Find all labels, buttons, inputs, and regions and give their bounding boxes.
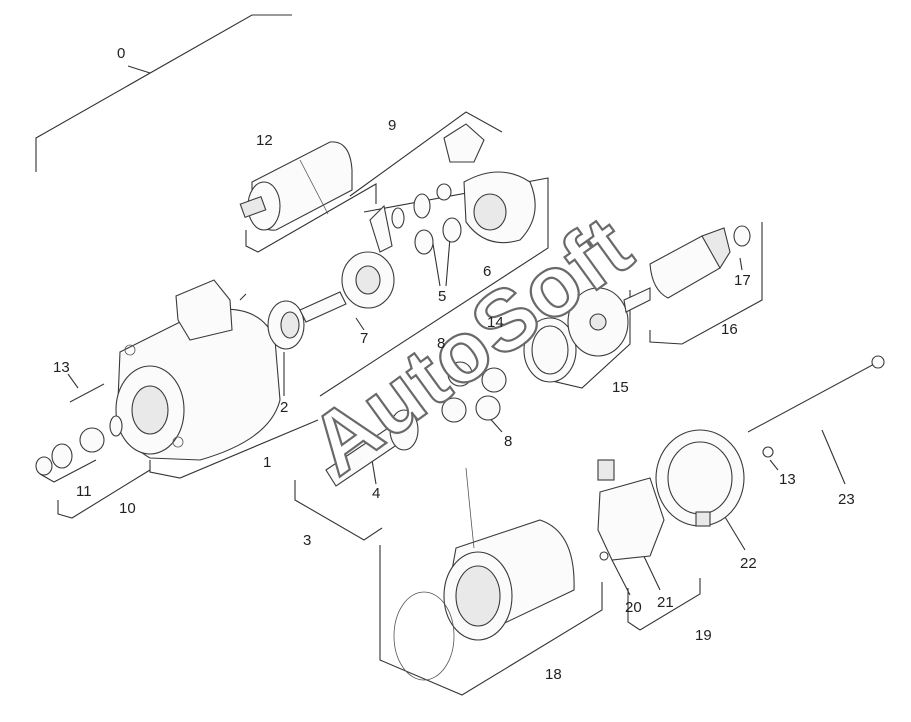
callout-1: 1 <box>263 454 271 471</box>
callout-6: 6 <box>483 263 491 280</box>
callout-15: 15 <box>612 379 629 396</box>
leader-5-6 <box>319 177 549 397</box>
leader-10 <box>57 469 151 519</box>
leader-20 <box>611 559 631 596</box>
leader-11 <box>39 459 97 483</box>
leader-1 <box>149 419 319 479</box>
leader-0 <box>35 14 292 172</box>
leader-13b <box>769 459 779 471</box>
callout-8b: 8 <box>504 433 512 450</box>
leader-1-top <box>239 293 247 301</box>
bearing-plate <box>443 123 536 244</box>
yoke <box>393 467 575 681</box>
leader-lines <box>35 14 846 696</box>
leader-16 <box>649 222 763 345</box>
end-cover <box>655 429 745 527</box>
drive-housing <box>115 279 281 461</box>
leader-22 <box>721 511 746 551</box>
drive-lever <box>299 204 395 323</box>
callout-18: 18 <box>545 666 562 683</box>
leader-7 <box>355 317 365 331</box>
callout-4: 4 <box>372 485 380 502</box>
callout-8a: 8 <box>437 335 445 352</box>
seal <box>267 300 305 350</box>
callout-20: 20 <box>625 599 642 616</box>
callout-5: 5 <box>438 288 446 305</box>
callout-19: 19 <box>695 627 712 644</box>
callout-16: 16 <box>721 321 738 338</box>
leader-19 <box>627 578 701 631</box>
leader-4 <box>371 459 377 485</box>
leader-9 <box>349 111 503 197</box>
callout-13b: 13 <box>779 471 796 488</box>
callout-10: 10 <box>119 500 136 517</box>
armature <box>623 225 751 313</box>
leader-15 <box>547 290 631 389</box>
callout-labels: 0 1 2 3 4 5 6 7 8 8 9 10 11 12 13 13 14 … <box>53 45 855 683</box>
leader-3 <box>294 480 383 541</box>
leader-13a <box>67 373 79 389</box>
leader-23 <box>821 429 846 485</box>
callout-9: 9 <box>388 117 396 134</box>
parts <box>35 123 885 681</box>
callout-21: 21 <box>657 594 674 611</box>
callout-2: 2 <box>280 399 288 416</box>
leader-5 <box>431 237 441 287</box>
leader-0-tick <box>127 65 151 74</box>
planet-gears <box>441 361 507 423</box>
leader-17 <box>739 257 743 271</box>
through-bolt <box>747 355 885 458</box>
leader-8a <box>443 351 453 369</box>
callout-22: 22 <box>740 555 757 572</box>
callout-14: 14 <box>487 314 504 331</box>
ring-gear <box>523 287 629 383</box>
callout-7: 7 <box>360 330 368 347</box>
solenoid <box>239 141 353 231</box>
callout-17: 17 <box>734 272 751 289</box>
callout-13a: 13 <box>53 359 70 376</box>
callout-3: 3 <box>303 532 311 549</box>
small-parts-left <box>35 383 123 476</box>
callout-12: 12 <box>256 132 273 149</box>
planet-shaft <box>325 409 419 487</box>
callout-0: 0 <box>117 45 125 62</box>
brush-holder <box>597 459 665 561</box>
leader-5b <box>445 237 451 287</box>
callout-11: 11 <box>76 483 92 500</box>
callout-23: 23 <box>838 491 855 508</box>
washers-springs <box>391 183 462 255</box>
leader-18 <box>379 545 603 696</box>
leader-12 <box>245 183 377 253</box>
